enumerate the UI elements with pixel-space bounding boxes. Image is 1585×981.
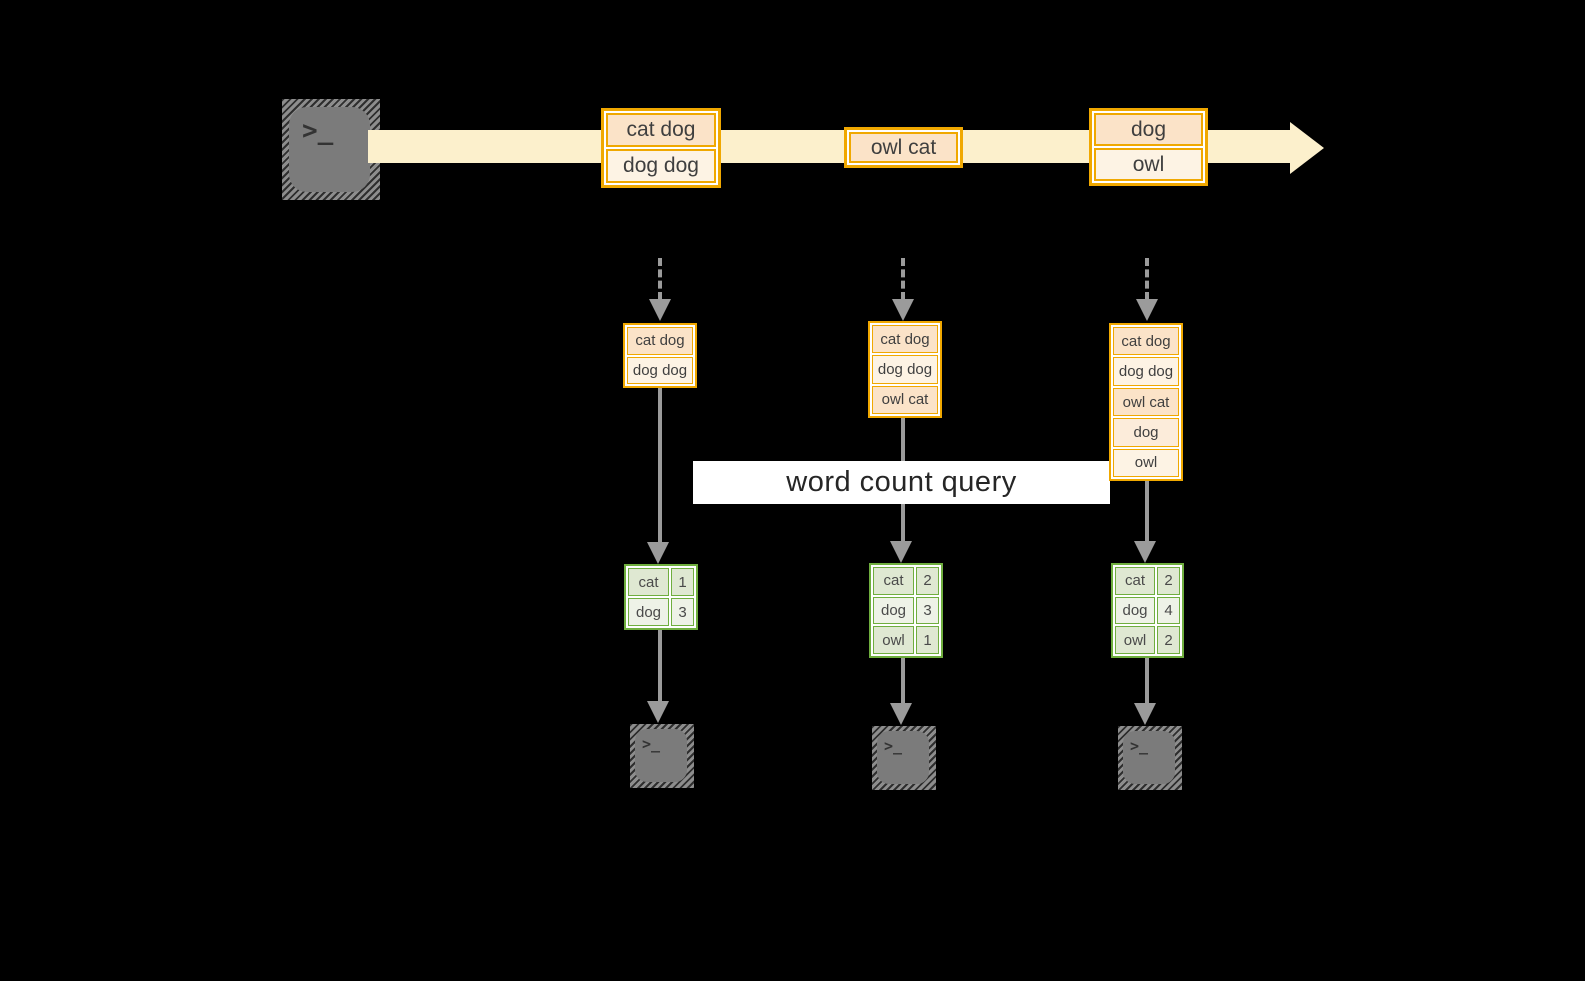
stack-row: cat dog [1113,327,1179,356]
batch-event: owl [1094,148,1203,181]
query-arrow-2-head [890,541,912,563]
batch-box-1: cat dog dog dog [601,108,721,188]
dashed-arrow-2-head [892,299,914,321]
batch-box-3: dog owl [1089,108,1208,186]
batch-box-2: owl cat [844,127,963,168]
dashed-arrow-3-head [1136,299,1158,321]
terminal-sink-icon-3: >_ [1118,726,1182,790]
word-cell: owl [873,626,914,655]
stack-row: cat dog [872,325,938,354]
count-cell: 1 [671,568,694,596]
count-cell: 2 [1157,626,1180,655]
stack-row: dog dog [627,356,693,384]
query-arrow-1-head [647,542,669,564]
sink-arrow-2 [901,658,905,704]
word-cell: dog [628,598,669,626]
count-cell: 2 [916,567,939,595]
table-row: owl 1 [873,626,939,655]
sink-arrow-3 [1145,658,1149,704]
event-stack-1: cat dog dog dog [623,323,697,388]
batch-event: dog [1094,113,1203,146]
stack-row: owl [1113,448,1179,478]
word-cell: cat [1115,567,1155,595]
terminal-prompt-glyph: >_ [1130,737,1149,755]
stack-row: dog dog [1113,357,1179,386]
stack-row: dog dog [872,355,938,384]
word-cell: owl [1115,626,1155,655]
sink-arrow-3-head [1134,703,1156,725]
terminal-prompt-glyph: >_ [302,116,334,146]
table-row: cat 2 [1115,567,1180,595]
batch-event: cat dog [606,113,716,147]
terminal-sink-body [877,731,929,784]
terminal-sink-icon-2: >_ [872,726,936,790]
count-table-1: cat 1 dog 3 [624,564,698,630]
batch-event: owl cat [849,132,958,163]
count-table-3: cat 2 dog 4 owl 2 [1111,563,1184,658]
terminal-source-icon: >_ [282,99,380,200]
batch-event: dog dog [606,149,716,183]
table-row: dog 4 [1115,596,1180,625]
count-cell: 2 [1157,567,1180,595]
word-cell: cat [628,568,669,596]
event-stack-3: cat dog dog dog owl cat dog owl [1109,323,1183,481]
dashed-arrow-3 [1145,258,1149,300]
stack-row: cat dog [627,327,693,355]
stack-row: dog [1113,418,1179,447]
query-arrow-3-head [1134,541,1156,563]
terminal-sink-icon-1: >_ [630,724,694,788]
terminal-sink-body [1123,731,1175,784]
word-cell: dog [873,596,914,625]
terminal-sink-body [635,729,687,782]
terminal-prompt-glyph: >_ [884,737,903,755]
count-cell: 3 [916,596,939,625]
terminal-prompt-glyph: >_ [642,735,661,753]
table-row: owl 2 [1115,626,1180,655]
word-count-query-label: word count query [693,461,1110,504]
word-cell: dog [1115,596,1155,625]
table-row: cat 1 [628,568,694,596]
count-table-2: cat 2 dog 3 owl 1 [869,563,943,658]
dashed-arrow-2 [901,258,905,300]
query-arrow-3 [1145,481,1149,541]
query-arrow-1 [658,388,662,544]
dashed-arrow-1 [658,258,662,300]
word-cell: cat [873,567,914,595]
table-row: dog 3 [873,596,939,625]
table-row: dog 3 [628,598,694,626]
terminal-source-body [289,107,370,192]
sink-arrow-1-head [647,701,669,723]
table-row: cat 2 [873,567,939,595]
stream-timeline-arrowhead [1290,122,1324,174]
sink-arrow-1 [658,630,662,702]
count-cell: 3 [671,598,694,626]
event-stack-2: cat dog dog dog owl cat [868,321,942,418]
stack-row: owl cat [872,385,938,414]
stack-row: owl cat [1113,387,1179,417]
sink-arrow-2-head [890,703,912,725]
count-cell: 4 [1157,596,1180,625]
count-cell: 1 [916,626,939,655]
dashed-arrow-1-head [649,299,671,321]
